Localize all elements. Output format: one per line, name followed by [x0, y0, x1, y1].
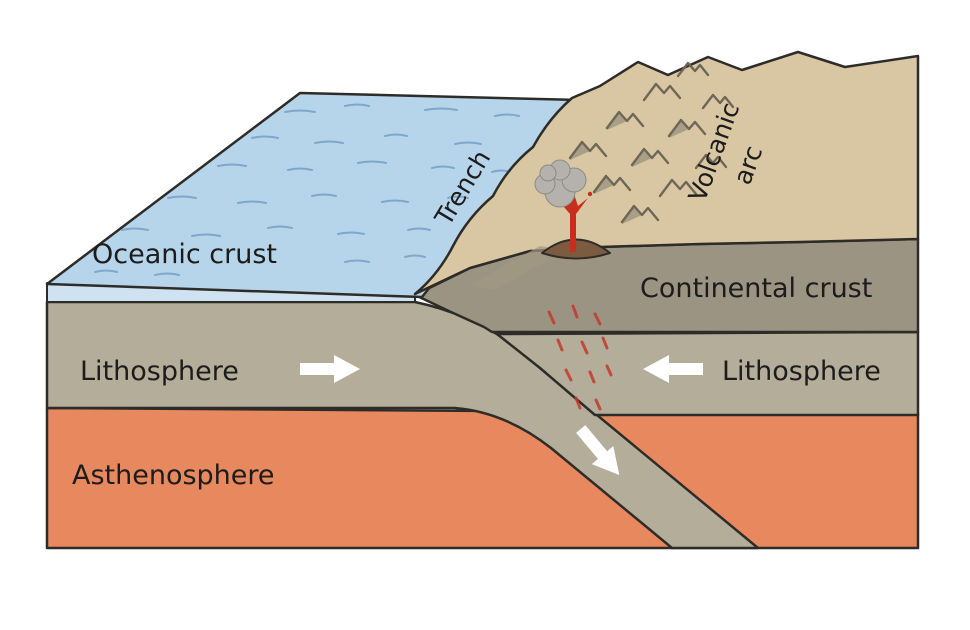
melt-droplets — [547, 304, 613, 411]
plate-motion-arrow-right — [643, 355, 703, 383]
plate-motion-arrow-left — [300, 355, 360, 383]
label-continental-crust: Continental crust — [640, 273, 872, 304]
label-oceanic-crust: Oceanic crust — [92, 239, 277, 270]
magma-eruption — [558, 188, 588, 252]
smoke-cloud — [534, 159, 587, 208]
label-lithosphere-left: Lithosphere — [80, 356, 239, 387]
label-asthenosphere: Asthenosphere — [72, 460, 275, 491]
mountain-ridges — [568, 61, 735, 224]
continent-surface — [413, 50, 920, 296]
label-lithosphere-right: Lithosphere — [722, 356, 881, 387]
slab-descent-arrow — [576, 425, 620, 475]
trench-slope-shading — [470, 246, 565, 290]
ocean-ripples — [94, 103, 520, 276]
